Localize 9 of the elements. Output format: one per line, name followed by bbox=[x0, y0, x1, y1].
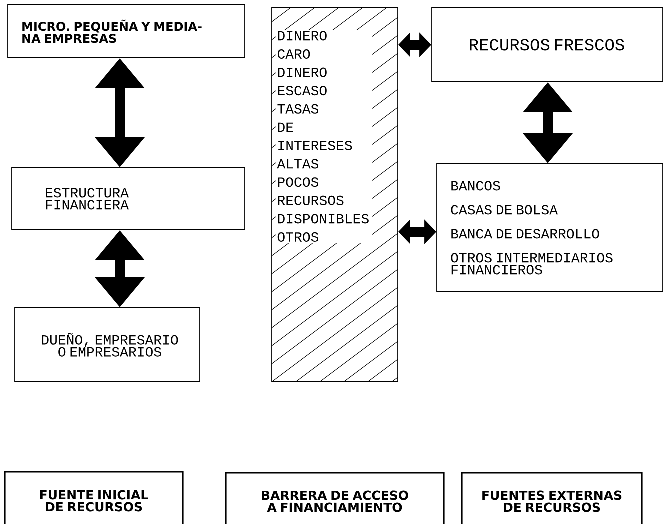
process-box: ESTRUCTURA FINANCIERA bbox=[12, 168, 246, 230]
label-box: FUENTES EXTERNAS DE RECURSOS bbox=[461, 472, 643, 524]
process-box: DUEÑO, EMPRESARIO O EMPRESARIOS bbox=[14, 308, 200, 382]
process-box: BANCOS CASAS DE BOLSA BANCA DE DESARROLLO OTROS INTERMEDIARIOS FINANCIEROS bbox=[436, 164, 664, 292]
label-box: FUENTE INICIAL DE RECURSOS bbox=[4, 471, 184, 524]
process-box: MICRO. PEQUEÑA Y MEDIA- NA EMPRESAS bbox=[8, 4, 246, 58]
label-box: BARRERA DE ACCESO A FINANCIAMIENTO bbox=[225, 472, 445, 524]
barrier-column: DINERO CARO DINERO ESCASO TASAS DE INTERESES ALTAS POCOS RECURSOS DISPONIBLES OTROS bbox=[272, 8, 398, 382]
process-box: RECURSOS FRESCOS bbox=[432, 8, 664, 82]
